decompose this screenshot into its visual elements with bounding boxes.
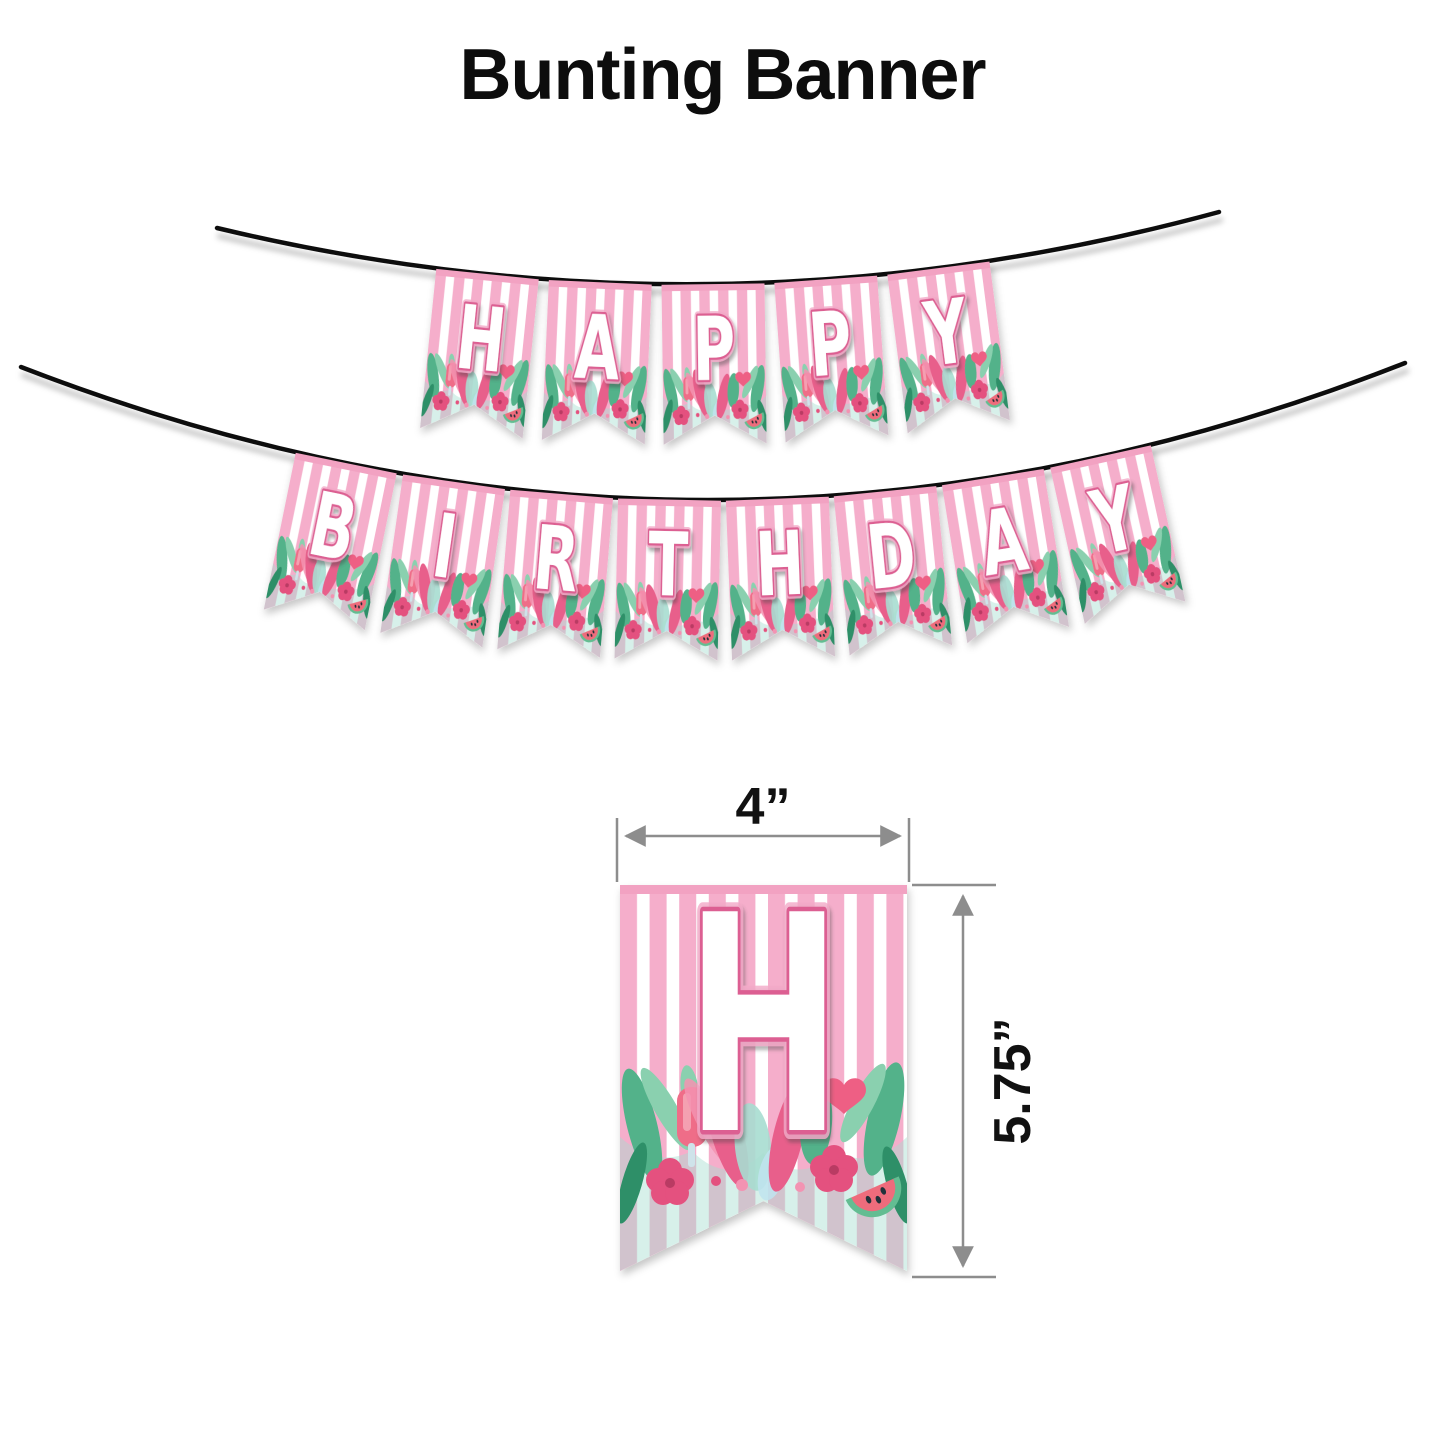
width-dimension-label: 4” xyxy=(736,778,791,836)
page-title: Bunting Banner xyxy=(459,35,987,115)
width-dimension: 4” xyxy=(615,778,911,882)
flag-letter: Y xyxy=(919,280,975,387)
bunting-flag: AA xyxy=(941,468,1070,644)
flag-letter: T xyxy=(647,514,689,618)
flag-letter: P xyxy=(806,292,856,397)
flag-letter: H xyxy=(754,512,807,617)
height-dimension-label: 5.75” xyxy=(984,1017,1042,1144)
bunting-flag: AA xyxy=(541,280,652,445)
flag-letter: A xyxy=(573,296,623,401)
flag-letter: H xyxy=(451,286,510,393)
bunting-flag: HH xyxy=(725,496,836,661)
sample-flag: H H xyxy=(620,844,907,1271)
flag-letter: D xyxy=(862,503,920,610)
cord-bottom xyxy=(18,360,1408,503)
flag-letter-glow: H xyxy=(754,512,807,617)
bunting-flag: BB xyxy=(263,452,397,631)
bunting-flag: YY xyxy=(1050,445,1186,624)
bunting-flag: PP xyxy=(661,283,767,445)
bunting-flag: RR xyxy=(497,489,614,658)
bunting-flag: PP xyxy=(774,275,889,443)
bunting-flag: HH xyxy=(420,268,539,439)
flag-letter-glow: P xyxy=(692,298,736,401)
sample-flag-letter-glow: H xyxy=(686,851,842,1201)
flag-letter: P xyxy=(692,298,736,401)
flag-letter-glow: A xyxy=(573,296,623,401)
bunting-flag: TT xyxy=(614,498,721,661)
cord-top xyxy=(214,209,1222,287)
bunting-flag: II xyxy=(380,474,505,648)
flag-letter: R xyxy=(530,507,583,613)
sample-flag-letter: H xyxy=(686,851,842,1201)
flag-letter-glow: T xyxy=(647,514,689,618)
height-dimension: 5.75” xyxy=(912,883,1042,1279)
bunting-flag: YY xyxy=(887,261,1010,434)
bunting-flag: DD xyxy=(833,486,953,656)
